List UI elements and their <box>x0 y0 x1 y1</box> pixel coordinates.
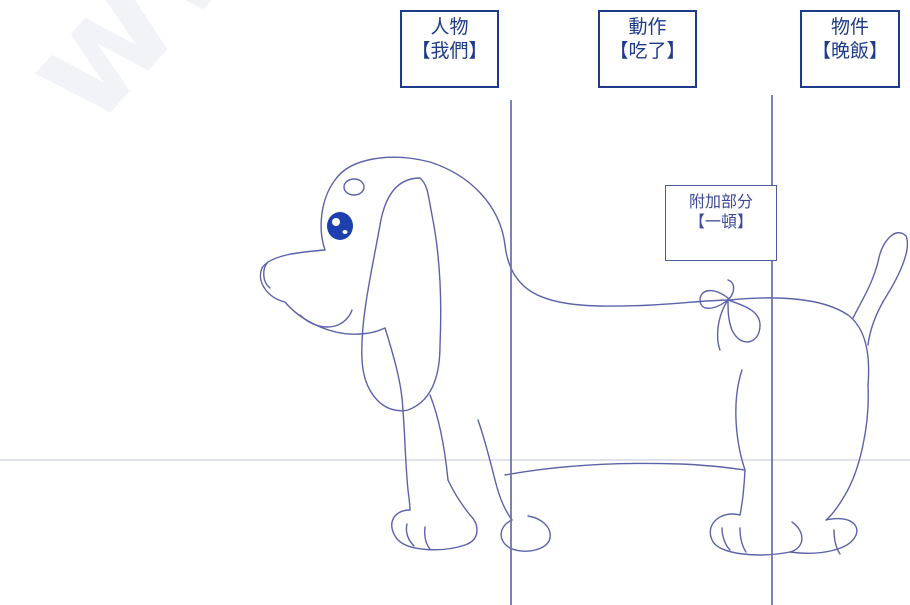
dog-back <box>504 244 870 386</box>
label-subject-role: 人物 <box>430 16 469 38</box>
label-verb-role: 動作 <box>628 16 667 38</box>
dog-eye <box>327 212 353 240</box>
label-verb: 動作 【吃了】 <box>598 10 697 88</box>
label-extra-role: 附加部分 <box>688 192 753 211</box>
label-object-role: 物件 <box>830 16 869 38</box>
label-extra-word: 【一頓】 <box>688 212 753 231</box>
label-subject: 人物 【我們】 <box>400 10 499 88</box>
dog-belly <box>504 462 746 476</box>
bow-icon <box>699 279 761 351</box>
dog-illustration <box>259 156 908 556</box>
label-object-word: 【晚飯】 <box>811 39 888 62</box>
label-subject-word: 【我們】 <box>411 39 488 62</box>
dog-head <box>259 156 506 335</box>
label-object: 物件 【晚飯】 <box>800 10 900 88</box>
dog-ear <box>361 177 442 412</box>
dog-tail <box>852 232 908 346</box>
label-verb-word: 【吃了】 <box>609 39 686 62</box>
label-extra: 附加部分 【一頓】 <box>665 185 777 261</box>
